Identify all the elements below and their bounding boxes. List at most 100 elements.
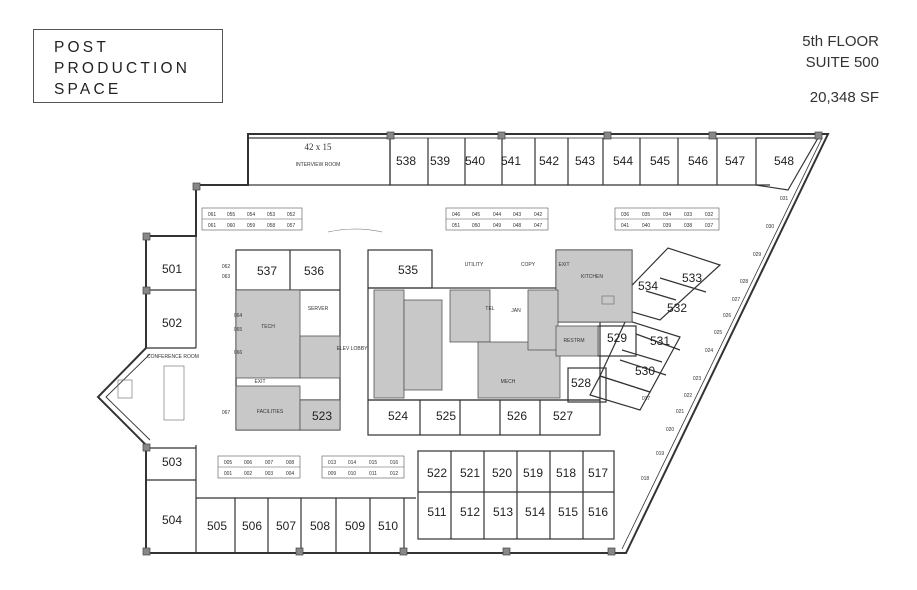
svg-text:064: 064 [234, 313, 243, 319]
svg-text:018: 018 [641, 476, 650, 482]
room-537: 537 [257, 264, 277, 278]
title-line-3: SPACE [54, 81, 122, 98]
svg-text:007: 007 [265, 460, 274, 466]
room-520: 520 [492, 466, 512, 480]
svg-text:046: 046 [452, 212, 461, 218]
room-528: 528 [571, 376, 591, 390]
svg-text:051: 051 [452, 223, 461, 229]
suite-label: SUITE 500 [805, 54, 879, 71]
svg-text:061: 061 [208, 212, 217, 218]
svg-text:017: 017 [642, 396, 651, 402]
room-542: 542 [539, 154, 559, 168]
svg-text:030: 030 [766, 224, 775, 230]
room-508: 508 [310, 519, 330, 533]
room-541: 541 [501, 154, 521, 168]
room-numbers: 501 502 503 504 505 506 507 508 509 510 … [162, 154, 794, 533]
svg-text:053: 053 [267, 212, 276, 218]
room-538: 538 [396, 154, 416, 168]
area-label: 20,348 SF [809, 89, 879, 106]
room-519: 519 [523, 466, 543, 480]
room-506: 506 [242, 519, 262, 533]
diagonal-stations: 031 030 029 028 027 026 025 024 023 022 … [641, 196, 789, 482]
svg-text:042: 042 [534, 212, 543, 218]
room-543: 543 [575, 154, 595, 168]
room-529: 529 [607, 331, 627, 345]
svg-text:065: 065 [234, 327, 243, 333]
svg-text:024: 024 [705, 348, 714, 354]
svg-text:034: 034 [663, 212, 672, 218]
room-530: 530 [635, 364, 655, 378]
elev-lobby-label: ELEV LOBBY [337, 346, 369, 352]
furniture [117, 228, 615, 421]
svg-text:025: 025 [714, 330, 723, 336]
svg-text:047: 047 [534, 223, 543, 229]
room-labels: 42 x 15 INTERVIEW ROOM CONFERENCE ROOM E… [147, 142, 603, 415]
title-box: POST PRODUCTION SPACE [33, 29, 223, 103]
exit-label-west: EXIT [254, 379, 265, 385]
workstation-desks [201, 207, 720, 479]
left-column-stations: 062 063 064 065 066 067 [222, 264, 243, 416]
room-535: 535 [398, 263, 418, 277]
utility-label: UTILITY [465, 262, 484, 268]
svg-text:010: 010 [348, 471, 357, 477]
svg-text:029: 029 [753, 252, 762, 258]
svg-text:050: 050 [472, 223, 481, 229]
server-label: SERVER [308, 306, 329, 312]
interview-dims: 42 x 15 [305, 142, 333, 152]
room-547: 547 [725, 154, 745, 168]
room-548: 548 [774, 154, 794, 168]
kitchen-label: KITCHEN [581, 274, 603, 280]
room-545: 545 [650, 154, 670, 168]
room-512: 512 [460, 505, 480, 519]
svg-text:026: 026 [723, 313, 732, 319]
svg-text:060: 060 [227, 223, 236, 229]
room-539: 539 [430, 154, 450, 168]
room-531: 531 [650, 334, 670, 348]
room-507: 507 [276, 519, 296, 533]
svg-text:008: 008 [286, 460, 295, 466]
svg-text:009: 009 [328, 471, 337, 477]
svg-text:040: 040 [642, 223, 651, 229]
svg-text:036: 036 [621, 212, 630, 218]
room-544: 544 [613, 154, 633, 168]
svg-text:054: 054 [247, 212, 256, 218]
room-513: 513 [493, 505, 513, 519]
svg-text:035: 035 [642, 212, 651, 218]
room-522: 522 [427, 466, 447, 480]
room-501: 501 [162, 262, 182, 276]
svg-text:067: 067 [222, 410, 231, 416]
svg-text:011: 011 [369, 471, 377, 477]
conference-room-label: CONFERENCE ROOM [147, 354, 199, 360]
svg-text:027: 027 [732, 297, 741, 303]
svg-text:044: 044 [493, 212, 502, 218]
svg-text:003: 003 [265, 471, 274, 477]
room-527: 527 [553, 409, 573, 423]
room-509: 509 [345, 519, 365, 533]
room-546: 546 [688, 154, 708, 168]
room-510: 510 [378, 519, 398, 533]
restroom-label: RESTRM [563, 338, 584, 344]
svg-text:032: 032 [705, 212, 714, 218]
svg-text:033: 033 [684, 212, 693, 218]
svg-text:019: 019 [656, 451, 665, 457]
svg-text:048: 048 [513, 223, 522, 229]
svg-text:045: 045 [472, 212, 481, 218]
svg-text:013: 013 [328, 460, 337, 466]
svg-text:001: 001 [224, 471, 233, 477]
room-502: 502 [162, 316, 182, 330]
core-shading [235, 249, 633, 431]
svg-text:066: 066 [234, 350, 243, 356]
room-514: 514 [525, 505, 545, 519]
title-line-2: PRODUCTION [54, 60, 191, 77]
svg-text:049: 049 [493, 223, 502, 229]
svg-text:005: 005 [224, 460, 233, 466]
svg-text:059: 059 [247, 223, 256, 229]
svg-text:041: 041 [621, 223, 630, 229]
